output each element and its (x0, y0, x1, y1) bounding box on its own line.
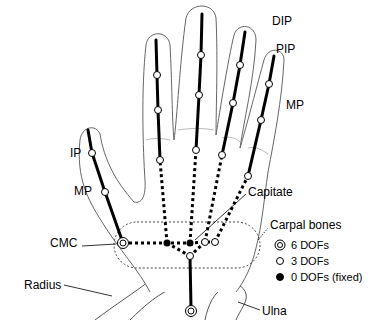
bone-label: Capitate (248, 185, 293, 199)
bone-label: Radius (24, 278, 61, 292)
joint-label: IP (70, 146, 81, 160)
bone-label: Ulna (262, 304, 287, 318)
legend-symbol (274, 255, 286, 267)
legend-text: 3 DOFs (291, 254, 329, 268)
legend-text: 6 DOFs (291, 238, 329, 252)
joint-label: CMC (50, 236, 77, 250)
legend-row: 6 DOFs (274, 238, 329, 252)
joint-label: PIP (276, 42, 295, 56)
legend-row: 3 DOFs (274, 254, 329, 268)
joint-label: MP (74, 184, 92, 198)
joint-label: MP (286, 98, 304, 112)
region-label: Carpal bones (270, 218, 341, 232)
legend-text: 0 DOFs (fixed) (291, 270, 363, 284)
legend-symbol (274, 271, 286, 283)
joint-label: DIP (272, 14, 292, 28)
legend-row: 0 DOFs (fixed) (274, 270, 363, 284)
legend-symbol (274, 239, 286, 251)
